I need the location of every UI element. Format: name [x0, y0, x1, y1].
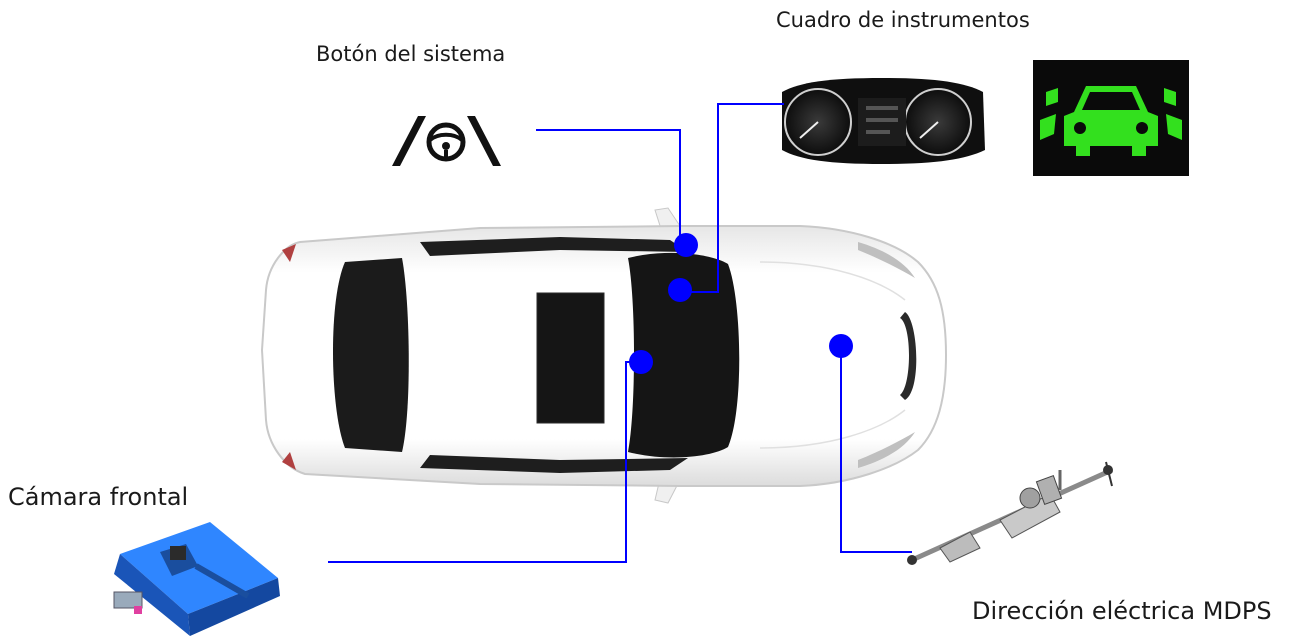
right-headlight — [858, 432, 915, 468]
label-mdps: Dirección eléctrica MDPS — [972, 597, 1272, 625]
right-side-windows — [420, 455, 688, 473]
marker-mdps — [829, 334, 853, 358]
left-headlight — [858, 242, 915, 278]
marker-system-button — [674, 233, 698, 257]
marker-front-camera — [629, 350, 653, 374]
instrument-cluster-image — [782, 78, 985, 164]
label-system-button: Botón del sistema — [316, 42, 506, 66]
label-instrument-cluster: Cuadro de instrumentos — [776, 8, 1030, 32]
connector-lines — [328, 103, 912, 563]
hood-line-right — [759, 409, 906, 449]
mdps-steering-rack-image — [907, 461, 1114, 565]
lane-keeping-steering-icon — [392, 116, 501, 166]
connector-instrument-cluster — [680, 103, 784, 293]
car-top-view — [260, 207, 948, 504]
lane-keeping-car-indicator-icon — [1033, 60, 1189, 176]
right-tail-light — [282, 452, 296, 470]
front-grille — [900, 312, 917, 400]
label-front-camera: Cámara frontal — [8, 483, 189, 511]
marker-instrument-cluster — [668, 278, 692, 302]
location-markers — [629, 233, 853, 374]
windshield — [628, 252, 740, 458]
front-camera-image — [113, 522, 280, 636]
connector-mdps — [840, 346, 912, 553]
sunroof — [536, 292, 605, 424]
rear-window — [332, 258, 409, 452]
left-side-windows — [420, 237, 688, 256]
left-tail-light — [282, 244, 296, 262]
hood-line-left — [759, 261, 906, 301]
connector-system-button — [536, 129, 681, 244]
